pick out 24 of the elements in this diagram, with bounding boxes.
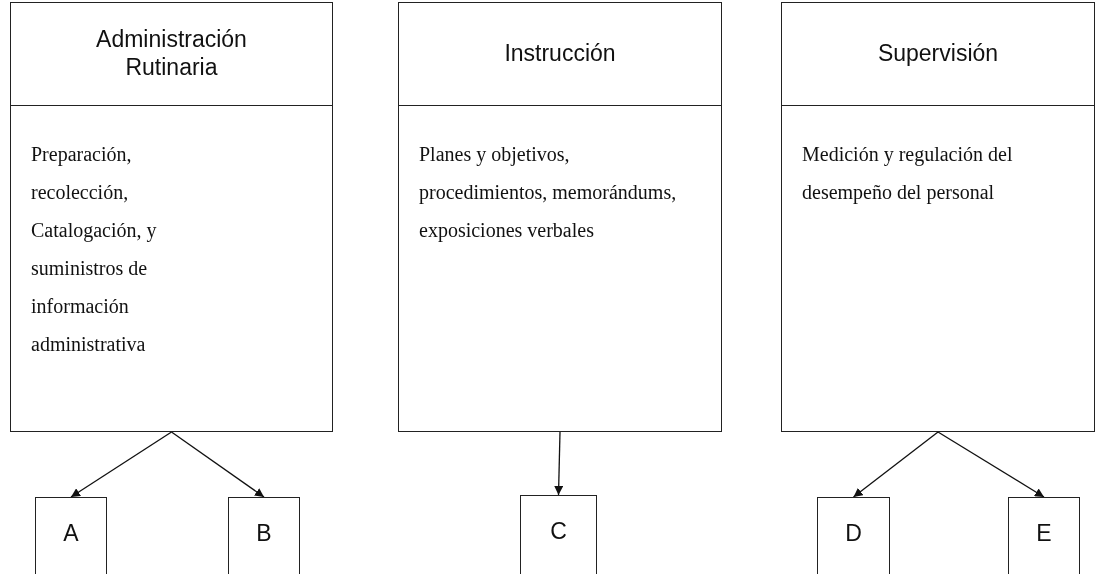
box-description: Planes y objetivos, procedimientos, memorándums, exposiciones verbales (419, 142, 678, 244)
box-letter: E (1036, 520, 1052, 548)
arrow (170, 431, 265, 498)
box-letter: A (63, 520, 79, 548)
box-letter: C (550, 518, 567, 546)
box-description: Preparación, recolección, Catalogación, y suministros de información administrativa (31, 142, 158, 357)
box-heading: Supervisión (877, 40, 999, 68)
letter-box (35, 497, 107, 574)
box-description: Medición y regulación del desempeño del personal (802, 142, 1014, 206)
box-heading: Instrucción (504, 40, 616, 68)
process-box (10, 2, 333, 432)
box-heading: Administración Rutinaria (95, 26, 248, 82)
letter-box (520, 495, 597, 574)
arrow (937, 431, 1045, 498)
letter-box (817, 497, 890, 574)
arrow (554, 431, 564, 496)
letter-box (228, 497, 300, 574)
arrow (70, 431, 173, 498)
arrow (852, 431, 939, 498)
process-box (781, 2, 1095, 432)
box-letter: B (256, 520, 272, 548)
box-letter: D (845, 520, 862, 548)
letter-box (1008, 497, 1080, 574)
process-box (398, 2, 722, 432)
